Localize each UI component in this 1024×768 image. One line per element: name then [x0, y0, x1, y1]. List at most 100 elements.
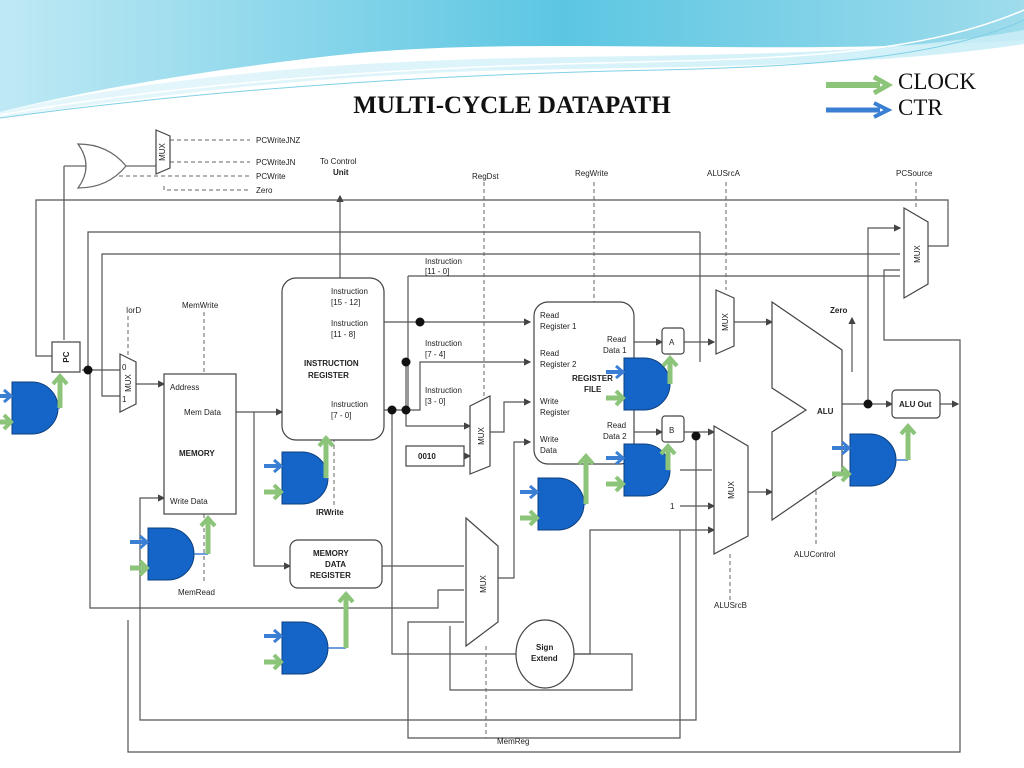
svg-text:MemRead: MemRead	[178, 588, 215, 597]
memreg-mux: MUX	[465, 516, 499, 648]
register-file: Read Register 1 Read Register 2 Write Re…	[533, 301, 635, 465]
svg-text:Address: Address	[170, 383, 199, 392]
alusrca-mux: MUX	[715, 289, 735, 355]
svg-text:1: 1	[122, 395, 127, 404]
svg-text:Read: Read	[540, 311, 559, 320]
svg-text:INSTRUCTION: INSTRUCTION	[304, 359, 359, 368]
header-wave	[0, 0, 1024, 119]
alusrcb-mux: MUX	[713, 424, 749, 555]
svg-text:MEMORY: MEMORY	[179, 449, 215, 458]
svg-text:MUX: MUX	[124, 373, 133, 391]
register-b: B	[661, 415, 685, 443]
svg-text:Zero: Zero	[830, 306, 847, 315]
and-gate-mdr	[520, 452, 595, 531]
svg-text:REGISTER: REGISTER	[308, 371, 349, 380]
svg-text:ALUControl: ALUControl	[794, 550, 836, 559]
svg-text:ALU Out: ALU Out	[899, 400, 932, 409]
constant-0010: 0010	[405, 445, 465, 467]
svg-text:Instruction: Instruction	[331, 287, 368, 296]
and-gate-reg-b	[606, 442, 677, 497]
control-lines	[112, 139, 917, 738]
register-a: A	[661, 327, 685, 355]
svg-text:PC: PC	[62, 351, 71, 362]
clock-gates	[0, 354, 917, 675]
svg-text:Read: Read	[607, 335, 626, 344]
svg-text:REGISTER: REGISTER	[572, 374, 613, 383]
svg-text:Register 2: Register 2	[540, 360, 577, 369]
svg-text:0010: 0010	[418, 452, 436, 461]
svg-text:Read: Read	[540, 349, 559, 358]
svg-text:Write Data: Write Data	[170, 497, 208, 506]
svg-text:MemReg: MemReg	[497, 737, 529, 746]
svg-text:RegDst: RegDst	[472, 172, 499, 181]
svg-text:PCSource: PCSource	[896, 169, 933, 178]
svg-text:Data: Data	[540, 446, 557, 455]
svg-text:[3 - 0]: [3 - 0]	[425, 397, 445, 406]
svg-text:RegWrite: RegWrite	[575, 169, 609, 178]
svg-text:Data 2: Data 2	[603, 432, 627, 441]
svg-text:Sign: Sign	[536, 643, 553, 652]
svg-text:IRWrite: IRWrite	[316, 508, 344, 517]
svg-text:MUX: MUX	[477, 426, 486, 444]
memory-block: Address Mem Data MEMORY Write Data	[163, 373, 237, 515]
svg-text:Write: Write	[540, 397, 559, 406]
svg-text:[7 - 0]: [7 - 0]	[331, 411, 351, 420]
svg-text:[7 - 4]: [7 - 4]	[425, 350, 445, 359]
svg-text:ALUSrcB: ALUSrcB	[714, 601, 747, 610]
regdst-mux: MUX	[469, 395, 491, 475]
svg-text:MUX: MUX	[913, 244, 922, 262]
svg-text:Zero: Zero	[256, 186, 273, 195]
svg-text:To Control: To Control	[320, 157, 357, 166]
sign-extend: Sign Extend	[515, 619, 575, 689]
svg-text:Register 1: Register 1	[540, 322, 577, 331]
and-gate-aluout	[832, 422, 917, 487]
legend-arrows	[826, 74, 894, 119]
legend-ctr-label: CTR	[898, 95, 943, 120]
svg-text:B: B	[669, 426, 674, 435]
svg-text:Mem Data: Mem Data	[184, 408, 221, 417]
svg-text:MEMORY: MEMORY	[313, 549, 349, 558]
svg-text:Read: Read	[607, 421, 626, 430]
svg-text:ALUSrcA: ALUSrcA	[707, 169, 741, 178]
alu: ALU	[771, 300, 843, 522]
svg-text:[11 - 8]: [11 - 8]	[331, 330, 355, 339]
svg-text:ALU: ALU	[817, 407, 834, 416]
and-gate-memory	[130, 514, 217, 581]
pcwrite-mux: MUX	[155, 129, 171, 175]
legend-clock-label: CLOCK	[898, 69, 976, 94]
svg-text:MUX: MUX	[479, 574, 488, 592]
svg-text:Instruction: Instruction	[331, 400, 368, 409]
svg-text:MUX: MUX	[727, 480, 736, 498]
svg-text:A: A	[669, 338, 675, 347]
svg-text:Instruction: Instruction	[425, 386, 462, 395]
svg-text:0: 0	[122, 363, 127, 372]
instruction-register: Instruction [15 - 12] Instruction [11 - …	[281, 277, 385, 441]
svg-text:REGISTER: REGISTER	[310, 571, 351, 580]
alu-out-register: ALU Out	[891, 389, 941, 419]
svg-text:DATA: DATA	[325, 560, 346, 569]
svg-text:[15 - 12]: [15 - 12]	[331, 298, 360, 307]
svg-text:Extend: Extend	[531, 654, 558, 663]
junction-dots	[83, 317, 873, 441]
page-title: MULTI-CYCLE DATAPATH	[353, 92, 671, 119]
svg-text:Register: Register	[540, 408, 570, 417]
svg-text:PCWriteJN: PCWriteJN	[256, 158, 296, 167]
svg-text:MUX: MUX	[721, 312, 730, 330]
memory-data-register: MEMORY DATA REGISTER	[289, 539, 383, 589]
svg-text:Data 1: Data 1	[603, 346, 627, 355]
svg-text:Unit: Unit	[333, 168, 349, 177]
svg-text:Instruction: Instruction	[425, 339, 462, 348]
svg-text:PCWriteJNZ: PCWriteJNZ	[256, 136, 300, 145]
svg-text:FILE: FILE	[584, 385, 602, 394]
svg-text:IorD: IorD	[126, 306, 141, 315]
svg-text:Instruction: Instruction	[331, 319, 368, 328]
and-gate-pc	[0, 372, 69, 435]
and-gate-reg-a	[606, 354, 679, 411]
svg-text:Instruction: Instruction	[425, 257, 462, 266]
svg-text:PCWrite: PCWrite	[256, 172, 286, 181]
and-gate-mdr2	[264, 590, 355, 675]
iord-mux: MUX 0 1	[119, 353, 137, 413]
pcsource-mux: MUX	[903, 206, 929, 300]
svg-text:MemWrite: MemWrite	[182, 301, 219, 310]
